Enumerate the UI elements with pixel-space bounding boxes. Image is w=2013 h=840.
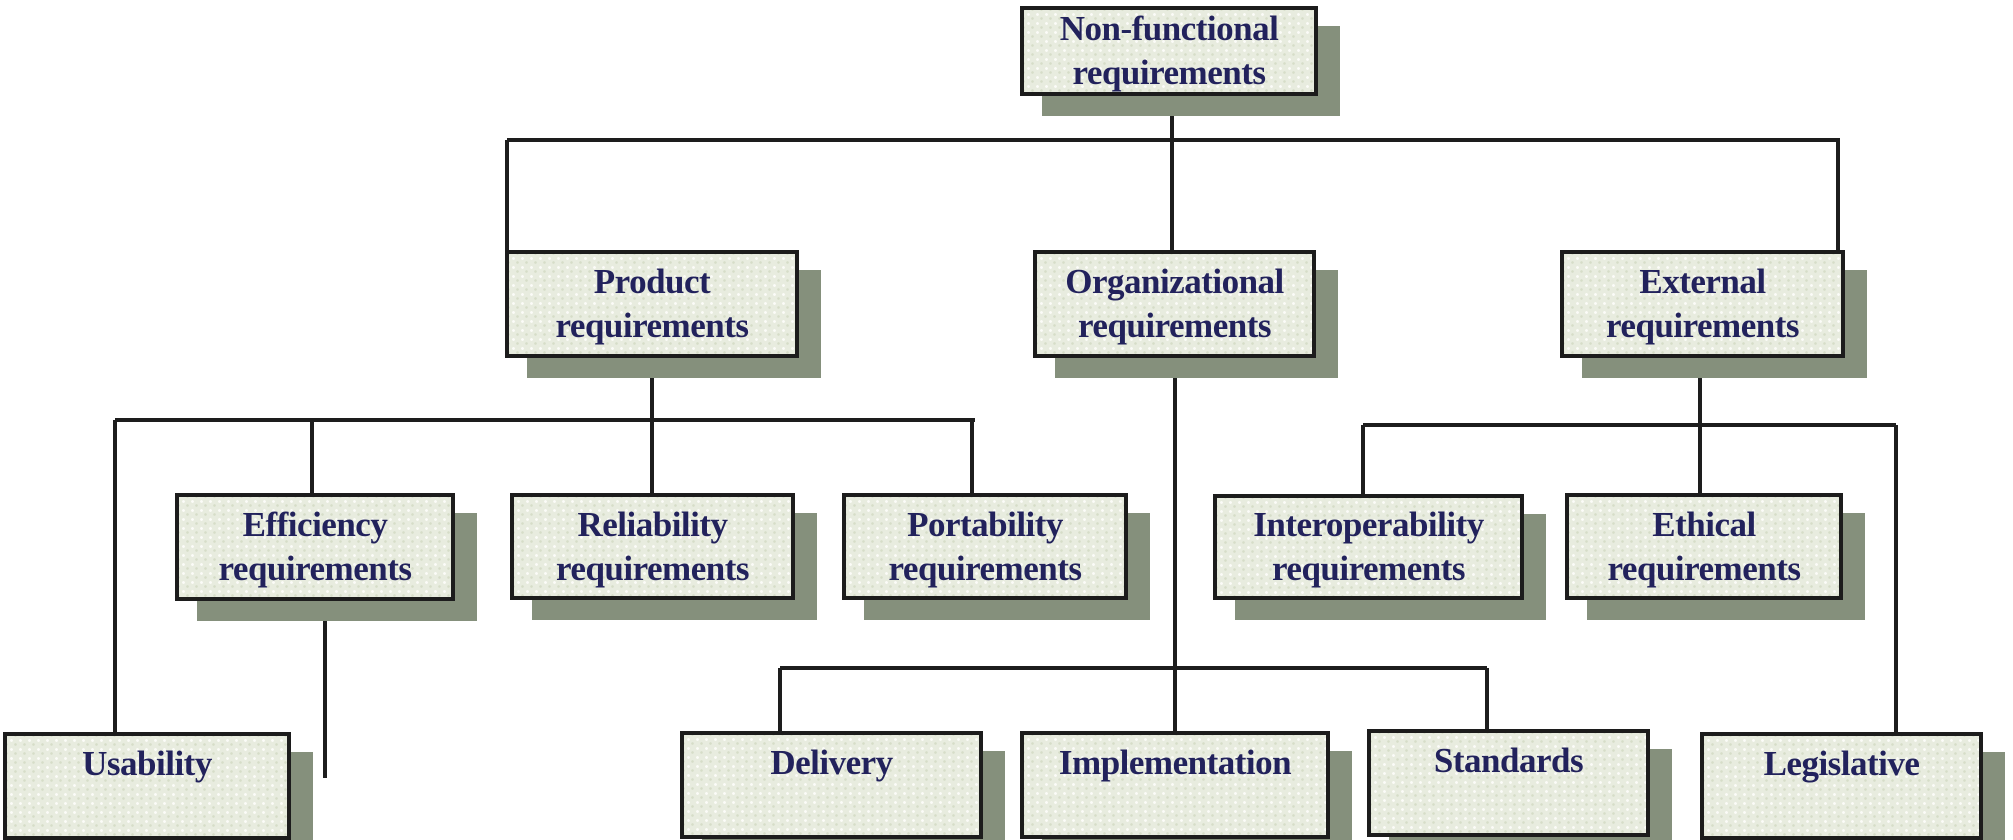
node-delivery: Delivery (680, 731, 983, 839)
node-standards: Standards (1367, 729, 1650, 837)
node-label-line2: requirements (218, 549, 412, 588)
node-usability: Usability (3, 732, 291, 840)
connector-line-vertical (1894, 425, 1898, 734)
node-efficiency-requirements: Efficiency requirements (175, 493, 455, 601)
connector-line-vertical (970, 420, 974, 495)
node-product-requirements: Product requirements (505, 250, 799, 358)
connector-line-vertical (1836, 140, 1840, 252)
node-interoperability-requirements: Interoperability requirements (1213, 494, 1524, 600)
connector-line-vertical (1170, 96, 1174, 252)
connector-line-horizontal (507, 138, 1840, 142)
node-label-line2: requirements (556, 548, 749, 588)
node-label-line1: Delivery (770, 743, 893, 782)
connector-line-vertical (323, 600, 327, 778)
node-label-line1: External (1639, 262, 1766, 301)
node-label-line2: requirements (1607, 548, 1801, 588)
node-label-line2: requirements (1072, 53, 1266, 92)
node-label-line2: requirements (888, 548, 1082, 588)
node-label-line1: Interoperability (1253, 505, 1484, 544)
node-label-line1: Legislative (1763, 744, 1920, 783)
node-label-line1: Organizational (1065, 262, 1284, 301)
connector-line-vertical (1173, 358, 1177, 733)
node-label-line2: requirements (555, 306, 749, 345)
connector-line-horizontal (115, 418, 975, 422)
connector-line-horizontal (1363, 423, 1896, 427)
connector-line-vertical (113, 420, 117, 734)
connector-line-vertical (1361, 425, 1365, 495)
node-external-requirements: External requirements (1560, 250, 1845, 358)
node-label-line1: Standards (1433, 741, 1584, 780)
node-label-line1: Non-functional (1059, 9, 1279, 48)
node-label-line1: Portability (907, 504, 1063, 544)
node-label-line2: requirements (1606, 306, 1799, 345)
node-label-line1: Efficiency (242, 505, 388, 544)
connector-line-vertical (310, 420, 314, 495)
node-label-line1: Usability (82, 744, 212, 783)
node-label-line2: requirements (1272, 549, 1465, 588)
node-label-line1: Product (593, 262, 711, 301)
node-implementation: Implementation (1020, 731, 1330, 839)
connector-line-vertical (1485, 668, 1489, 731)
connector-line-vertical (650, 358, 654, 495)
node-non-functional-requirements: Non-functional requirements (1020, 6, 1318, 96)
node-legislative: Legislative (1700, 732, 1983, 840)
node-label-line1: Implementation (1058, 743, 1292, 782)
node-label-line1: Reliability (577, 504, 728, 544)
node-label-line1: Ethical (1652, 504, 1756, 544)
node-organizational-requirements: Organizational requirements (1033, 250, 1316, 358)
node-label-line2: requirements (1078, 306, 1271, 345)
connector-line-horizontal (780, 666, 1487, 670)
connector-line-vertical (778, 668, 782, 733)
connector-line-vertical (505, 140, 509, 252)
